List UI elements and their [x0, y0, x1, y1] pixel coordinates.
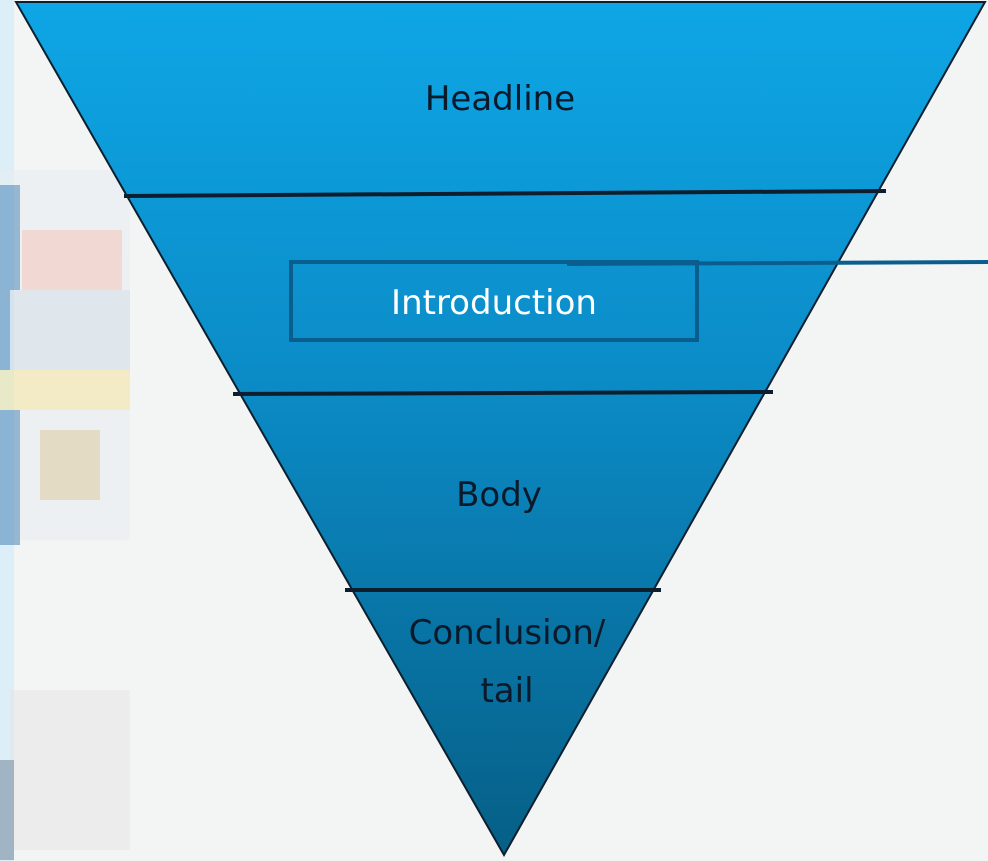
- layer-label-headline: Headline: [425, 79, 575, 119]
- divider-1: [123, 189, 887, 198]
- layer-label-introduction: Introduction: [391, 283, 597, 323]
- layer-label-body: Body: [456, 475, 542, 515]
- book-illustration: [0, 690, 130, 860]
- pyramid-shape: [14, 1, 987, 858]
- divider-2: [232, 390, 774, 396]
- introduction-connector-line: [566, 260, 988, 266]
- introduction-highlight-box: [289, 260, 699, 342]
- layer-label-conclusion: Conclusion/: [409, 613, 606, 653]
- layer-label-tail: tail: [480, 671, 533, 711]
- pencil-box-illustration: [0, 170, 130, 545]
